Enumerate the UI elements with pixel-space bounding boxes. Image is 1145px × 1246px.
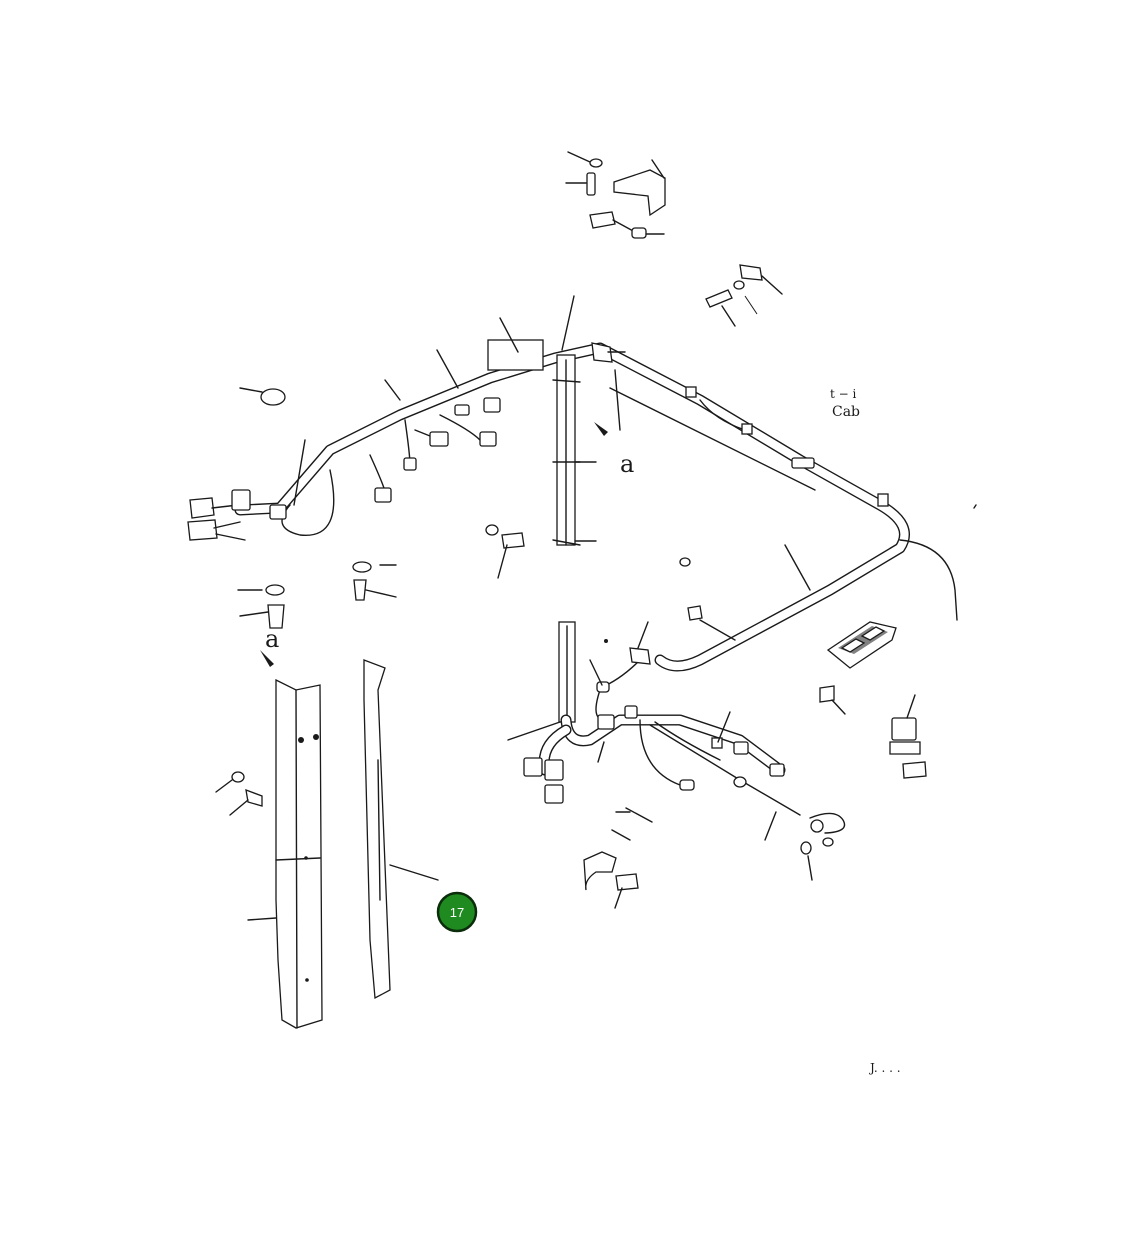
left-cover-bolt [215,771,263,816]
cab-label-line2: Cab [832,404,860,420]
callout-hotspot-17[interactable]: 17 [436,891,478,933]
lower-center-clip-bolt [583,807,653,909]
hotspot-number[interactable]: 17 [450,905,464,920]
detail-marker-upper: a [620,450,634,478]
drawing-number: J. . . . [868,1061,901,1075]
hotspot-circle[interactable] [436,891,478,933]
right-relay-and-bolts [819,685,927,779]
leader-lines-top [239,295,977,591]
top-bracket-assembly [565,151,666,239]
detail-marker-left: a [265,625,279,653]
left-pillar-cover [247,678,323,1029]
left-connectors [187,339,889,541]
lower-wire-harness [507,621,846,881]
left-bolts [237,584,285,667]
cab-label-line1: t − i [830,387,857,401]
upper-right-clip-bolt [705,264,783,327]
middle-small-parts [352,524,736,641]
right-switch-panel [826,621,897,669]
left-inner-cover [363,659,439,1000]
vertical-pillar-harness [552,354,608,546]
